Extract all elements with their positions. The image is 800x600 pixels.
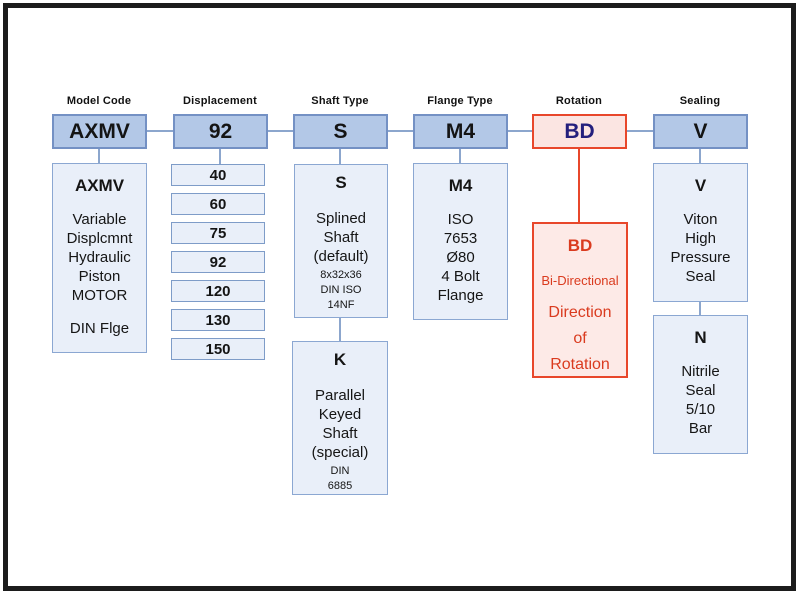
displacement-option: 130	[171, 309, 265, 331]
flange-body: ISO 7653 Ø80 4 Bolt Flange	[437, 211, 484, 304]
diagram-frame	[3, 3, 796, 591]
flange-detail-box: M4 ISO 7653 Ø80 4 Bolt Flange	[413, 163, 508, 320]
shaft-s-small: 8x32x36 DIN ISO 14NF	[320, 269, 362, 311]
displacement-option-list: 40 60 75 92 120 130 150	[171, 164, 265, 367]
column-header-rotation: Rotation	[555, 95, 603, 107]
code-box-model: AXMV	[52, 114, 147, 149]
column-header-displacement: Displacement	[183, 95, 257, 107]
shaft-k-body: Parallel Keyed Shaft (special)	[311, 387, 369, 461]
model-detail-note: DIN Flge	[69, 320, 130, 337]
flange-title: M4	[448, 176, 473, 195]
displacement-option: 40	[171, 164, 265, 186]
connector-flange	[459, 147, 461, 164]
code-box-rotation: BD	[532, 114, 627, 149]
code-box-displacement: 92	[173, 114, 268, 149]
sealing-v-detail-box: V Viton High Pressure Seal	[653, 163, 748, 302]
displacement-option: 120	[171, 280, 265, 302]
code-box-flange: M4	[413, 114, 508, 149]
rotation-title: BD	[567, 236, 593, 255]
code-box-shaft: S	[293, 114, 388, 149]
shaft-s-detail-box: S Splined Shaft (default) 8x32x36 DIN IS…	[294, 164, 388, 318]
shaft-k-title: K	[333, 350, 347, 369]
sealing-n-detail-box: N Nitrile Seal 5/10 Bar	[653, 315, 748, 454]
column-header-shaft-type: Shaft Type	[311, 95, 369, 107]
column-header-flange-type: Flange Type	[427, 95, 493, 107]
displacement-option: 150	[171, 338, 265, 360]
rotation-detail-box: BD Bi-Directional Direction of Rotation	[532, 222, 628, 378]
shaft-k-small: DIN 6885	[327, 465, 353, 492]
displacement-option: 92	[171, 251, 265, 273]
model-code-detail-box: AXMV Variable Displcmnt Hydraulic Piston…	[52, 163, 147, 353]
model-detail-body: Variable Displcmnt Hydraulic Piston MOTO…	[66, 211, 133, 304]
sealing-v-title: V	[694, 176, 707, 195]
connector-model-code	[98, 147, 100, 164]
connector-rotation	[578, 147, 580, 223]
connector-sealing	[699, 147, 701, 164]
connector-shaft	[339, 147, 341, 165]
rotation-subtitle: Bi-Directional	[541, 273, 619, 288]
sealing-n-body: Nitrile Seal 5/10 Bar	[681, 363, 720, 437]
column-header-model-code: Model Code	[66, 95, 132, 107]
code-box-sealing: V	[653, 114, 748, 149]
rotation-body: Direction of Rotation	[548, 304, 612, 373]
sealing-n-title: N	[694, 328, 707, 347]
column-header-sealing: Sealing	[679, 95, 721, 107]
shaft-s-body: Splined Shaft (default)	[313, 210, 369, 265]
shaft-s-title: S	[335, 173, 347, 192]
displacement-option: 60	[171, 193, 265, 215]
code-row-connector-line	[99, 130, 701, 132]
connector-sealing-v-to-n	[699, 300, 701, 315]
connector-shaft-s-to-k	[339, 317, 341, 341]
shaft-k-detail-box: K Parallel Keyed Shaft (special) DIN 688…	[292, 341, 388, 495]
displacement-option: 75	[171, 222, 265, 244]
model-detail-title: AXMV	[74, 176, 125, 195]
sealing-v-body: Viton High Pressure Seal	[670, 211, 731, 285]
connector-displacement	[219, 147, 221, 165]
